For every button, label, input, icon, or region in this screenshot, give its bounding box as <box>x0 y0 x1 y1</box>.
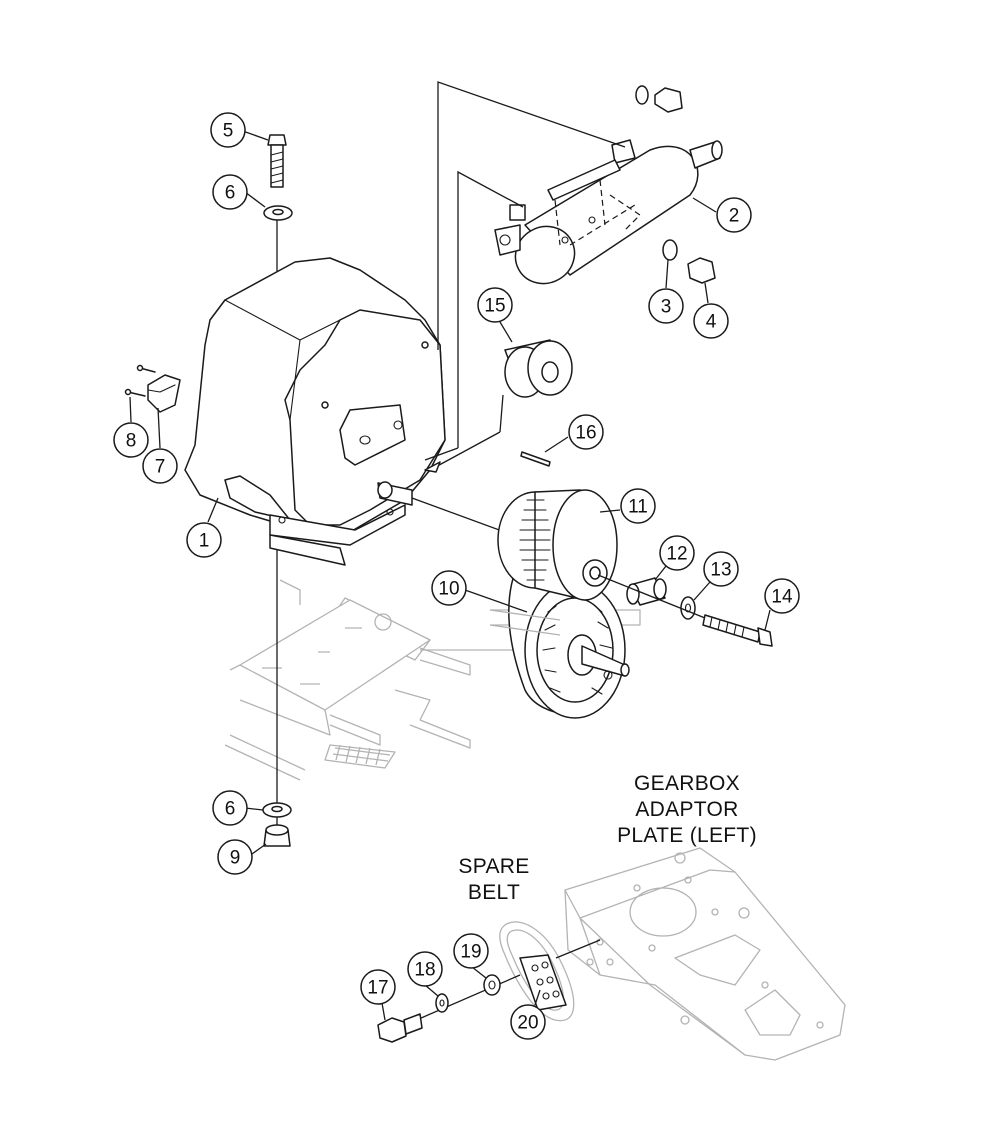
svg-text:7: 7 <box>155 457 166 478</box>
svg-text:15: 15 <box>484 296 505 317</box>
svg-text:10: 10 <box>438 579 459 600</box>
belt-part-10 <box>489 559 630 719</box>
plate-leader <box>555 939 601 959</box>
callout-12: 12 <box>659 535 695 571</box>
callout-19: 19 <box>453 933 489 969</box>
pulley-part-11 <box>497 489 618 601</box>
gearbox-caption: GEARBOX ADAPTOR PLATE (LEFT) <box>617 772 757 847</box>
spare-belt-caption: SPARE BELT <box>458 855 529 904</box>
screws-part-8 <box>124 364 156 397</box>
callout-13: 13 <box>703 551 739 587</box>
bolt-part-5 <box>267 134 287 188</box>
callout-15: 15 <box>477 287 513 323</box>
svg-text:19: 19 <box>460 942 481 963</box>
plate-part-20 <box>519 954 567 1011</box>
callout-9: 9 <box>217 839 253 875</box>
svg-text:18: 18 <box>414 960 435 981</box>
svg-text:6: 6 <box>225 183 236 204</box>
callout-4: 4 <box>693 303 729 339</box>
callout-16: 16 <box>568 414 604 450</box>
callout-6-bottom: 6 <box>212 790 248 826</box>
svg-text:13: 13 <box>710 560 731 581</box>
callout-10: 10 <box>431 570 467 606</box>
bracket-screws <box>635 85 716 284</box>
chassis-frame-ghost <box>224 579 641 781</box>
svg-text:6: 6 <box>225 799 236 820</box>
routing-line-join <box>424 447 459 461</box>
svg-text:20: 20 <box>517 1013 538 1034</box>
svg-text:12: 12 <box>666 544 687 565</box>
routing-line-upper <box>437 81 626 350</box>
spacer-part-12 <box>626 577 667 606</box>
callout-7: 7 <box>142 448 178 484</box>
cylinder-part-2 <box>494 139 723 285</box>
svg-text:4: 4 <box>706 312 717 333</box>
hardware-line <box>404 974 521 1026</box>
svg-text:5: 5 <box>223 121 234 142</box>
callout-20: 20 <box>510 1004 546 1040</box>
svg-text:2: 2 <box>729 206 740 227</box>
motor-housing-part-1 <box>184 257 446 566</box>
routing-line-lower <box>457 170 524 448</box>
gearbox-caption-line-1: GEARBOX <box>634 772 740 795</box>
gearbox-caption-line-3: PLATE (LEFT) <box>617 824 757 847</box>
callout-14: 14 <box>764 578 800 614</box>
svg-text:9: 9 <box>230 848 241 869</box>
callout-6-top: 6 <box>212 174 248 210</box>
washer-part-6-top <box>263 205 293 221</box>
callout-18: 18 <box>407 951 443 987</box>
washer-part-18 <box>435 993 449 1013</box>
svg-text:17: 17 <box>367 978 388 999</box>
bolt-part-14 <box>597 574 773 647</box>
svg-text:11: 11 <box>628 497 648 518</box>
key-part-16 <box>520 451 551 467</box>
spare-belt-caption-line-2: BELT <box>468 881 520 904</box>
callout-2: 2 <box>716 197 752 233</box>
washer-part-6-bottom <box>262 802 292 818</box>
svg-text:8: 8 <box>126 431 137 452</box>
svg-text:1: 1 <box>199 531 210 552</box>
svg-text:14: 14 <box>771 587 793 608</box>
gearbox-caption-line-2: ADAPTOR <box>635 798 738 821</box>
washer-part-13 <box>680 596 696 620</box>
spare-belt-caption-line-1: SPARE <box>458 855 529 878</box>
callout-3: 3 <box>648 288 684 324</box>
roller-part-15 <box>424 339 573 473</box>
svg-text:16: 16 <box>575 423 596 444</box>
bolt-part-17 <box>377 1013 423 1043</box>
switch-part-7 <box>147 374 181 413</box>
nut-part-9 <box>263 824 291 847</box>
callout-17: 17 <box>360 969 396 1005</box>
svg-text:3: 3 <box>661 297 672 318</box>
callout-8: 8 <box>113 422 149 458</box>
gearbox-adaptor-plate <box>564 847 846 1061</box>
callout-5: 5 <box>210 112 246 148</box>
washer-part-19 <box>483 974 501 996</box>
callout-11: 11 <box>620 488 656 524</box>
callout-1: 1 <box>186 522 222 558</box>
